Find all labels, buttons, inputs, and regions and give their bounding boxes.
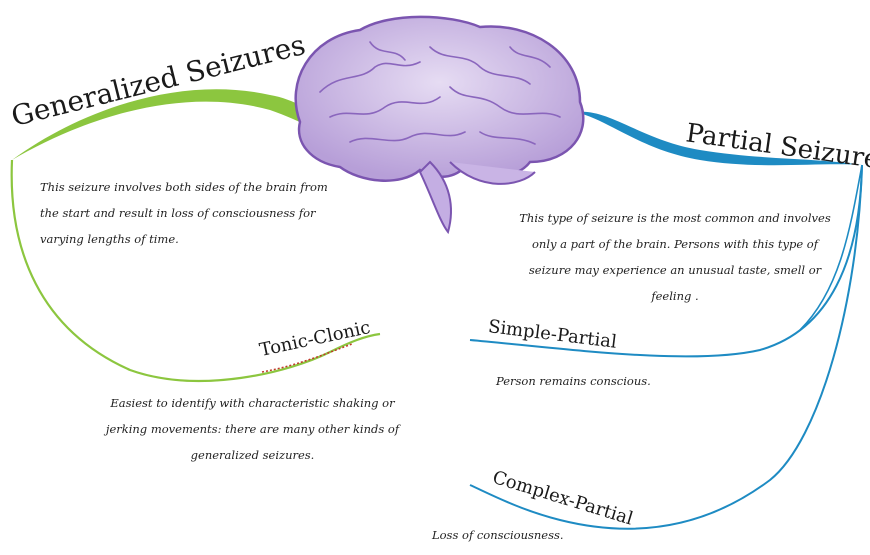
partial-branch-curve-complex xyxy=(469,164,863,530)
partial-seizures-description: This type of seizure is the most common … xyxy=(519,211,831,303)
partial-branch-curve-inner xyxy=(799,164,863,331)
generalized-branch-curve xyxy=(10,159,381,382)
tonic-clonic-underline xyxy=(261,343,353,373)
generalized-seizures-description: This seizure involves both sides of the … xyxy=(40,180,328,246)
brain-icon xyxy=(294,15,585,235)
simple-partial-description: Person remains conscious. xyxy=(496,374,651,388)
partial-branch-curve-simple xyxy=(469,164,863,358)
partial-branch-ribbon xyxy=(575,111,862,166)
generalized-branch-ribbon xyxy=(12,89,360,160)
complex-partial-description: Loss of consciousness. xyxy=(432,528,564,542)
tonic-clonic-description: Easiest to identify with characteristic … xyxy=(105,396,400,462)
